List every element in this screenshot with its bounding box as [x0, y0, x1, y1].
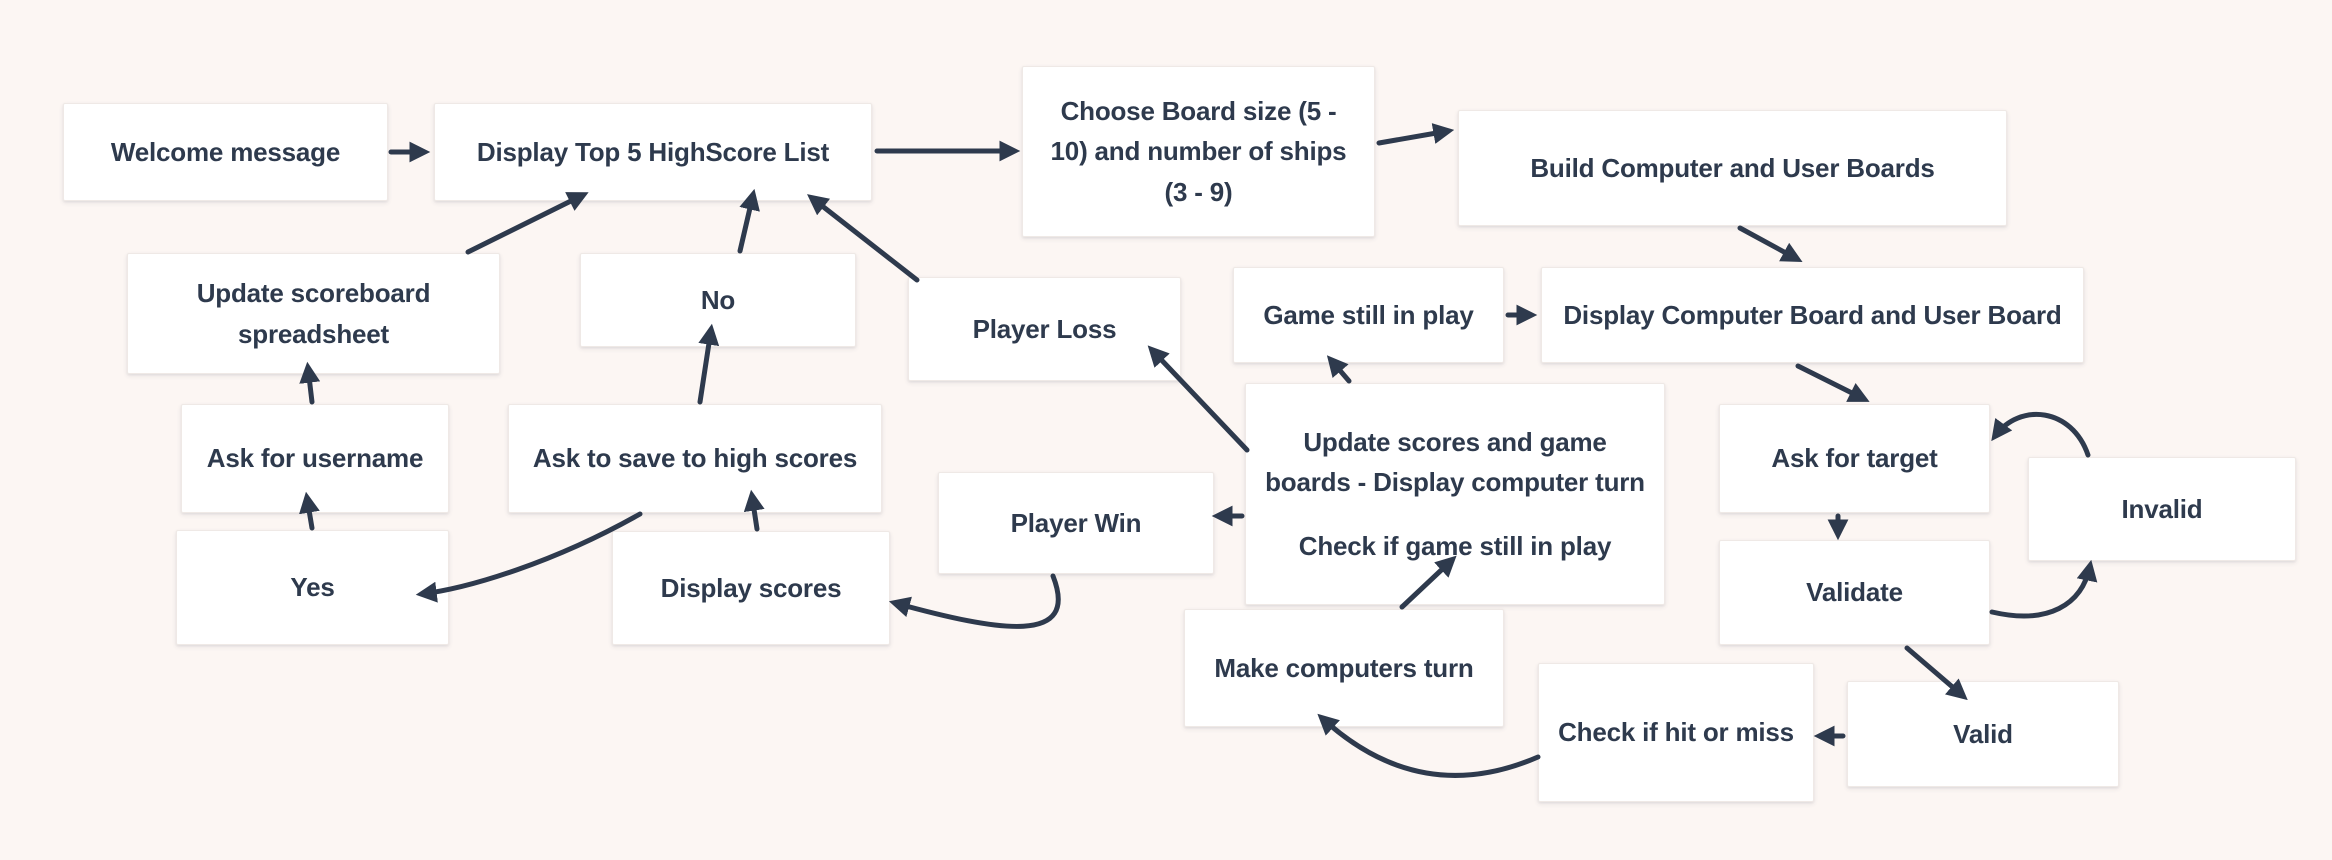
node-label: Check if hit or miss	[1558, 717, 1794, 748]
flow-node-pwin[interactable]: Player Win	[938, 472, 1214, 574]
flow-node-validate[interactable]: Validate	[1719, 540, 1990, 645]
node-label: Welcome message	[110, 136, 341, 167]
flow-node-yes[interactable]: Yes	[176, 530, 449, 645]
flow-node-top5[interactable]: Display Top 5 HighScore List	[434, 103, 872, 201]
node-label: Update scoreboard spreadsheet	[196, 278, 431, 349]
node-label: Validate	[1806, 577, 1903, 608]
flow-node-no[interactable]: No	[580, 253, 856, 347]
node-label: Update scores and game boards - Display …	[1265, 426, 1645, 497]
node-label: Ask to save to high scores	[532, 443, 858, 474]
node-label: Ask for username	[206, 443, 424, 474]
node-label-secondary: Check if game still in play	[1298, 531, 1612, 562]
flow-node-welcome[interactable]: Welcome message	[63, 103, 388, 201]
node-label: Player Win	[1010, 507, 1142, 538]
flow-node-asave[interactable]: Ask to save to high scores	[508, 404, 882, 513]
flow-node-ploss[interactable]: Player Loss	[908, 277, 1181, 381]
node-label: Game still in play	[1263, 299, 1474, 330]
node-label: Build Computer and User Boards	[1530, 152, 1935, 183]
node-label: Player Loss	[972, 313, 1117, 344]
flow-node-valid[interactable]: Valid	[1847, 681, 2119, 787]
flow-node-build[interactable]: Build Computer and User Boards	[1458, 110, 2007, 226]
flow-node-updscores[interactable]: Update scores and game boards - Display …	[1245, 383, 1665, 605]
node-label: Valid	[1953, 718, 2013, 749]
flow-node-chit[interactable]: Check if hit or miss	[1538, 663, 1814, 802]
flow-node-game[interactable]: Game still in play	[1233, 267, 1504, 363]
flow-node-atarget[interactable]: Ask for target	[1719, 404, 1990, 513]
flow-node-updsheet[interactable]: Update scoreboard spreadsheet	[127, 253, 500, 374]
node-label: No	[700, 284, 736, 315]
node-label: Yes	[290, 572, 335, 603]
node-label: Make computers turn	[1214, 652, 1474, 683]
flow-node-auser[interactable]: Ask for username	[181, 404, 449, 513]
flow-node-invalid[interactable]: Invalid	[2028, 457, 2296, 561]
node-label: Invalid	[2121, 493, 2203, 524]
flow-node-mturn[interactable]: Make computers turn	[1184, 609, 1504, 727]
flow-node-choose[interactable]: Choose Board size (5 - 10) and number of…	[1022, 66, 1375, 237]
flow-node-dboards[interactable]: Display Computer Board and User Board	[1541, 267, 2084, 363]
node-label: Ask for target	[1771, 443, 1938, 474]
node-label: Choose Board size (5 - 10) and number of…	[1050, 96, 1347, 207]
node-label: Display Computer Board and User Board	[1563, 299, 2062, 330]
node-label: Display Top 5 HighScore List	[476, 136, 830, 167]
node-label: Display scores	[660, 572, 842, 603]
flow-node-dscores[interactable]: Display scores	[612, 531, 890, 645]
